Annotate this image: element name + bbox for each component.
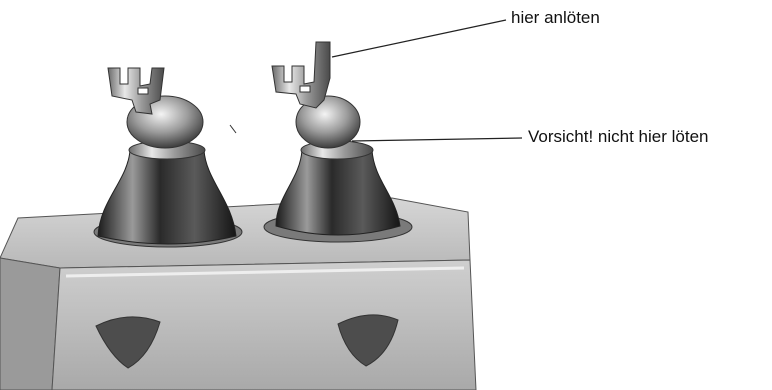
- left-lug-hole: [138, 88, 148, 94]
- left-terminal: [98, 68, 236, 244]
- housing-side: [0, 258, 60, 390]
- annotation-solder-here: hier anlöten: [511, 9, 600, 26]
- housing: [0, 198, 476, 390]
- leader-line-caution: [352, 138, 522, 141]
- right-terminal: [272, 42, 400, 235]
- right-solder-lug: [272, 42, 330, 108]
- leader-line-solder-here: [332, 20, 506, 57]
- left-bell: [98, 150, 236, 244]
- annotation-caution-no-solder: Vorsicht! nicht hier löten: [528, 128, 708, 145]
- right-bell: [276, 150, 400, 235]
- right-lug-hole: [300, 86, 310, 92]
- stray-mark: [230, 125, 236, 133]
